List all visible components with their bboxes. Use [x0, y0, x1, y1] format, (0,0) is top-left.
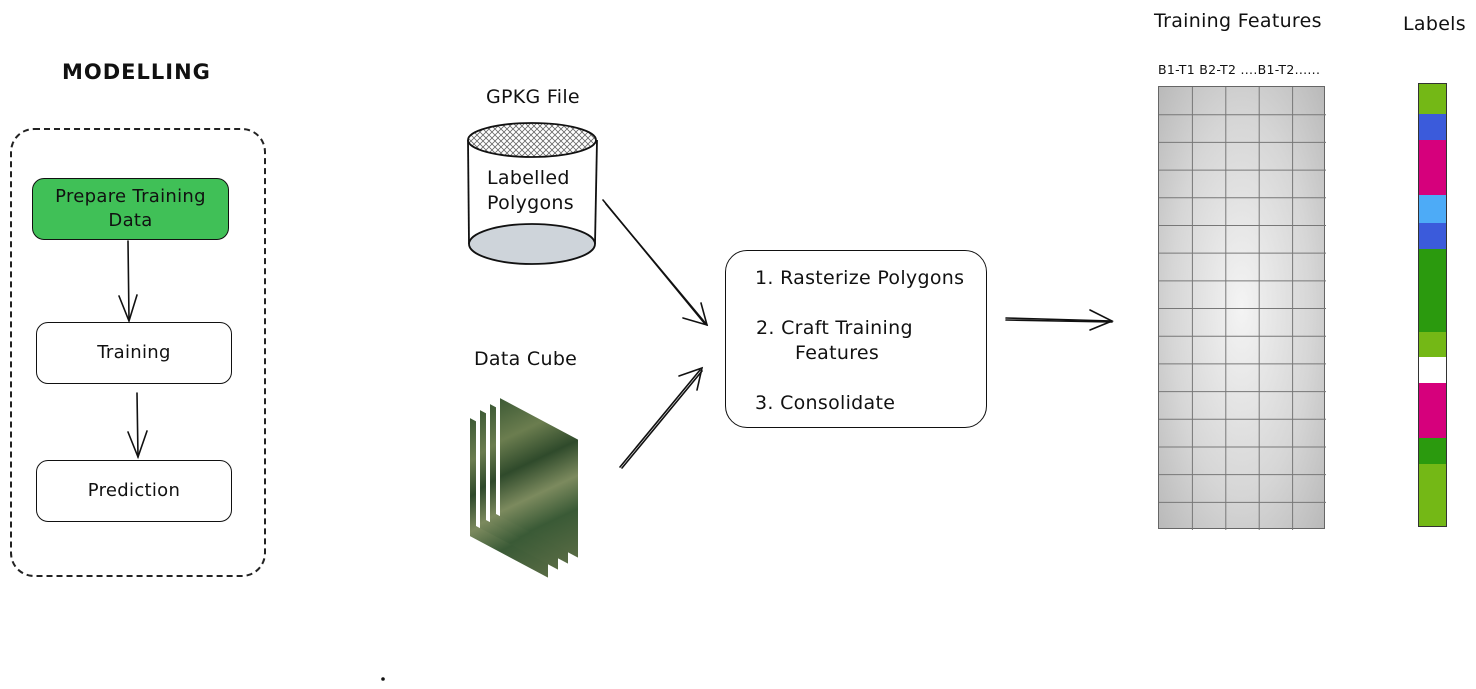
- stray-dot: [381, 677, 385, 681]
- features-title: Training Features: [1154, 10, 1322, 32]
- label-segment: [1419, 194, 1446, 223]
- process-step-consolidate: 3. Consolidate: [755, 392, 896, 414]
- label-segment: [1419, 356, 1446, 384]
- process-box: [725, 250, 987, 428]
- step-prediction[interactable]: Prediction: [36, 460, 232, 522]
- process-step-craft-cont: Features: [795, 342, 880, 364]
- arrow-training-to-prediction: [136, 392, 139, 458]
- label-segment: [1419, 140, 1446, 195]
- step-label: Prediction: [87, 480, 181, 501]
- step-training[interactable]: Training: [36, 322, 232, 384]
- gpkg-title: GPKG File: [486, 86, 580, 108]
- gpkg-content-line: Polygons: [487, 192, 574, 214]
- label-segment: [1419, 464, 1446, 526]
- gpkg-cylinder-icon: [467, 122, 598, 265]
- label-segment: [1419, 222, 1446, 249]
- label-segment: [1419, 248, 1446, 332]
- label-segment: [1419, 331, 1446, 357]
- labels-bar: [1418, 83, 1447, 527]
- process-step-rasterize: 1. Rasterize Polygons: [755, 267, 965, 289]
- arrow-datacube-to-process: [619, 369, 701, 468]
- features-grid: [1158, 86, 1326, 530]
- modelling-title: MODELLING: [62, 60, 211, 84]
- step-label: Prepare Training Data: [55, 186, 206, 231]
- labels-title: Labels: [1403, 13, 1466, 35]
- modelling-group: [10, 128, 266, 577]
- band-header: B1-T1 B2-T2 ....B1-T2......: [1158, 62, 1321, 77]
- gpkg-content-line: Labelled: [487, 167, 570, 189]
- datacube-image-stack: [462, 396, 592, 578]
- label-segment: [1419, 84, 1446, 115]
- datacube-title: Data Cube: [474, 348, 578, 370]
- gpkg-content: Labelled Polygons: [487, 166, 574, 216]
- step-prepare-training-data[interactable]: Prepare Training Data: [32, 178, 229, 240]
- arrow-process-to-features: [1005, 317, 1113, 322]
- step-label: Training: [97, 342, 171, 363]
- label-segment: [1419, 114, 1446, 141]
- process-step-craft: 2. Craft Training: [756, 317, 913, 339]
- label-segment: [1419, 438, 1446, 465]
- arrow-prepare-to-training: [127, 240, 130, 321]
- grid-lines: [1159, 87, 1326, 530]
- label-segment: [1419, 383, 1446, 439]
